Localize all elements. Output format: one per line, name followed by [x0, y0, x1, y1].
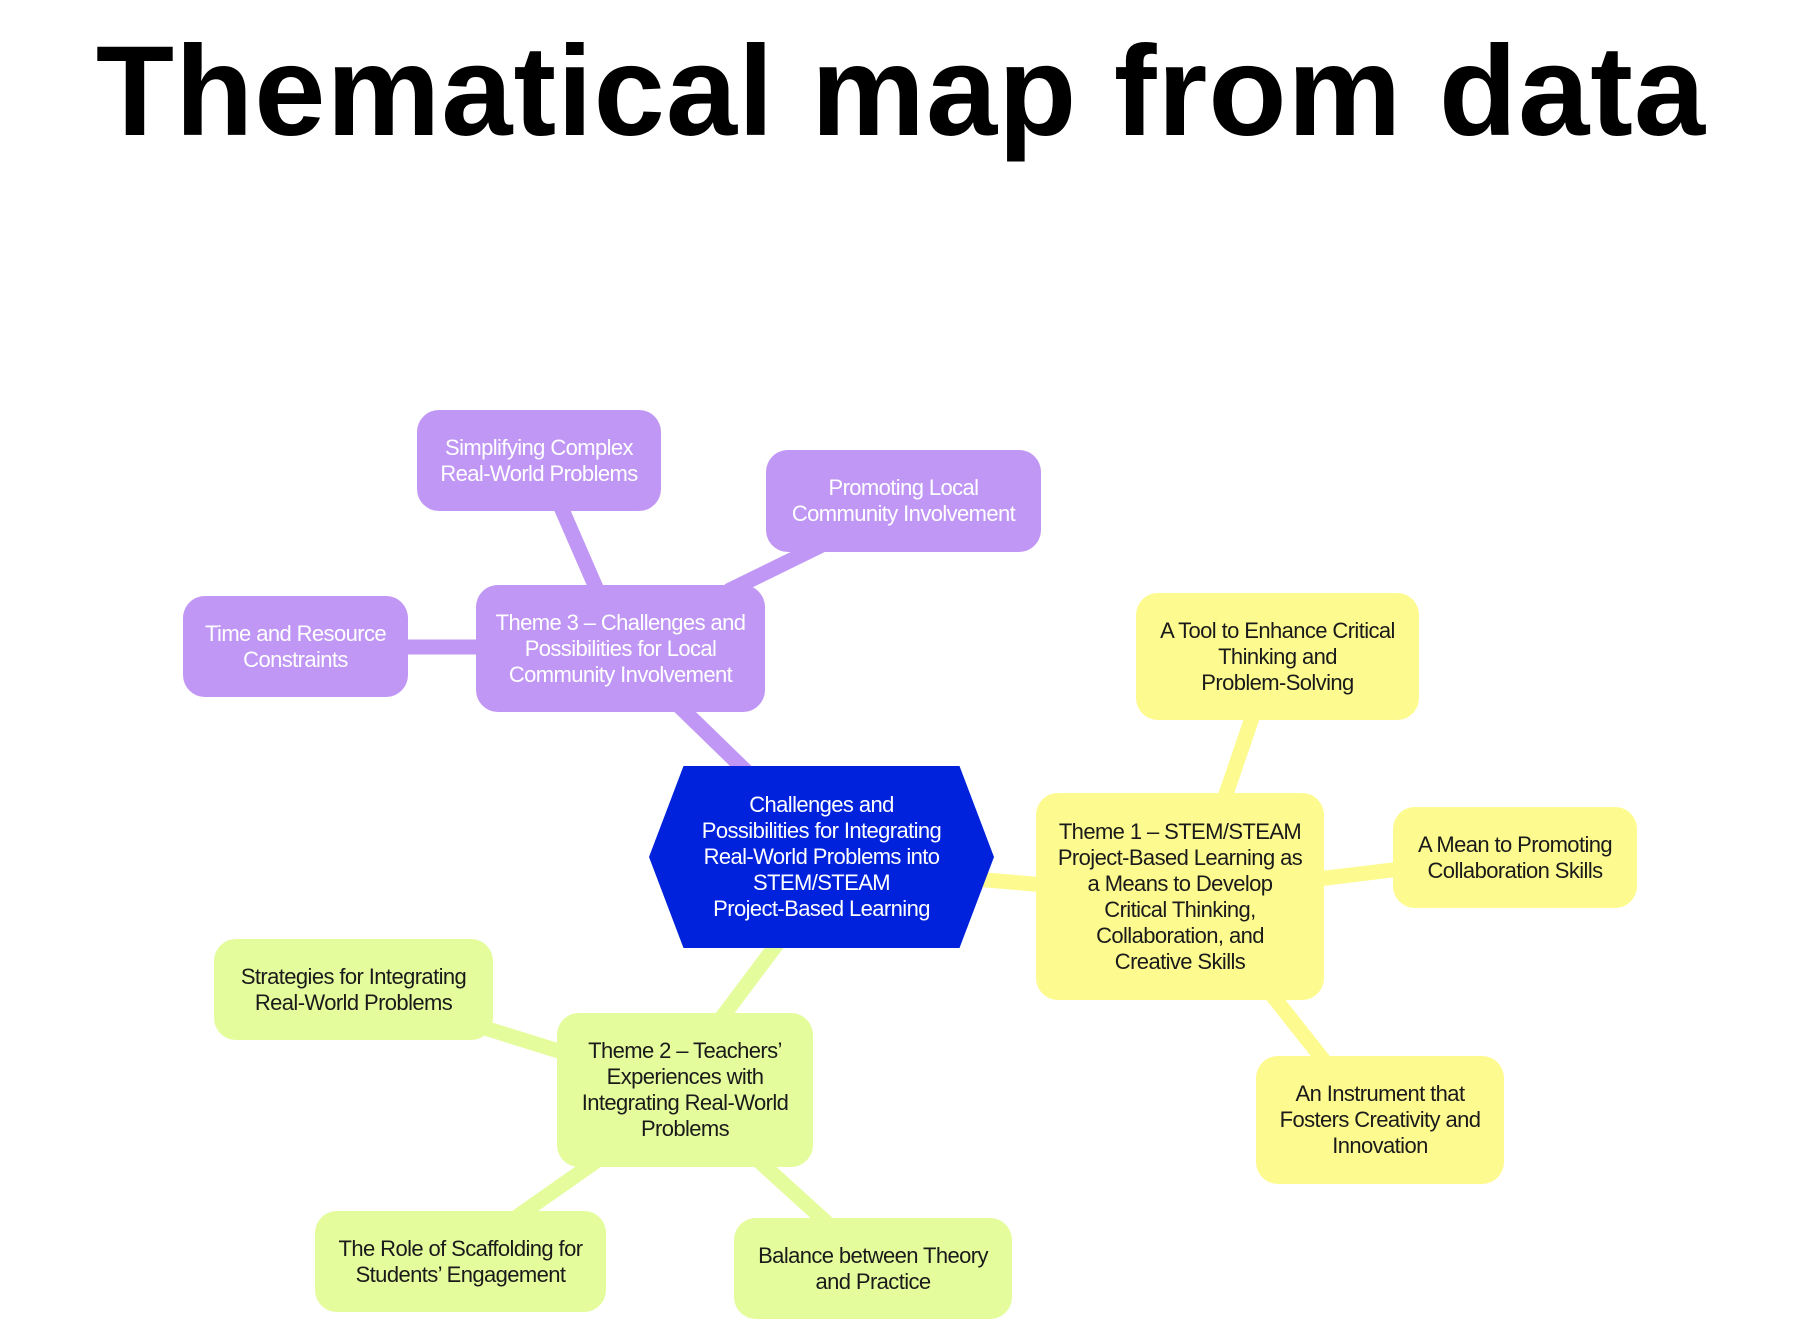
- node-balance-theory-practice: Balance between Theory and Practice: [734, 1218, 1012, 1319]
- edge-theme1-mean: [1310, 861, 1408, 887]
- edge-theme3-simplifying: [552, 497, 605, 598]
- edge-center-theme3: [670, 697, 758, 783]
- node-strategies-integrating: Strategies for Integrating Real-World Pr…: [214, 939, 493, 1040]
- node-promoting-local-community: Promoting Local Community Involvement: [766, 450, 1041, 552]
- node-theme-1: Theme 1 – STEM/STEAM Project-Based Learn…: [1036, 793, 1324, 1000]
- node-time-resource-constraints: Time and Resource Constraints: [183, 596, 408, 697]
- node-simplifying-complex-problems: Simplifying Complex Real-World Problems: [417, 410, 661, 511]
- edge-theme2-balance: [752, 1154, 834, 1230]
- node-theme-2: Theme 2 – Teachers’ Experiences with Int…: [557, 1013, 813, 1167]
- edge-center-theme2: [712, 932, 788, 1028]
- node-instrument-creativity: An Instrument that Fosters Creativity an…: [1256, 1056, 1504, 1184]
- edge-theme1-tool: [1216, 704, 1262, 808]
- edge-theme3-promoting: [722, 537, 830, 598]
- edge-center-theme1: [967, 871, 1053, 893]
- node-theme-3: Theme 3 – Challenges and Possibilities f…: [476, 585, 765, 712]
- node-role-of-scaffolding: The Role of Scaffolding for Students’ En…: [315, 1211, 606, 1312]
- node-central-topic: Challenges and Possibilities for Integra…: [649, 766, 994, 948]
- edge-theme2-strategies: [467, 1017, 573, 1061]
- node-mean-collaboration: A Mean to Promoting Collaboration Skills: [1393, 807, 1637, 908]
- node-tool-critical-thinking: A Tool to Enhance Critical Thinking and …: [1136, 593, 1419, 720]
- edge-theme2-role: [510, 1154, 603, 1224]
- edge-theme1-instrument: [1264, 987, 1333, 1070]
- page-title: Thematical map from data: [95, 20, 1707, 163]
